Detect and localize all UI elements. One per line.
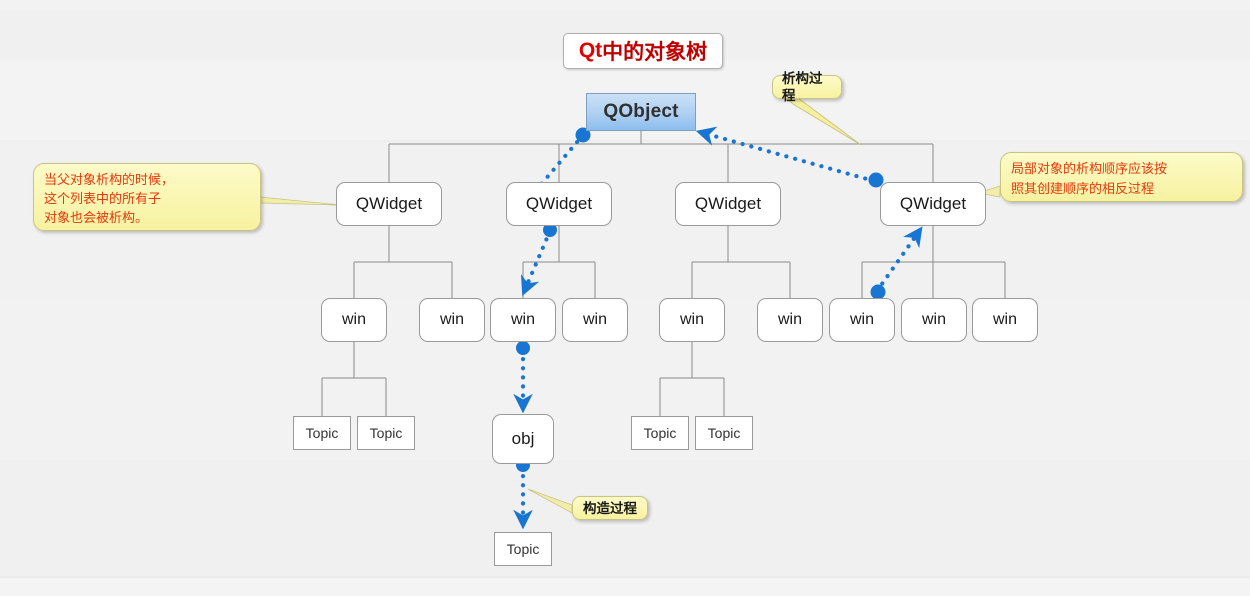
flow-arrow-win-to-qwidget: [874, 226, 923, 294]
node-win-8[interactable]: win: [901, 298, 967, 342]
node-win-9-label: win: [992, 311, 1017, 328]
node-qwidget-3-label: QWidget: [694, 194, 762, 213]
node-win-7-label: win: [849, 311, 874, 328]
flow-arrow-qwidget-to-qobject: [695, 126, 877, 184]
node-topic-4-label: Topic: [707, 425, 741, 441]
node-topic-3[interactable]: Topic: [631, 416, 689, 450]
node-win-4[interactable]: win: [562, 298, 628, 342]
node-topic-2[interactable]: Topic: [357, 416, 415, 450]
node-win-9[interactable]: win: [972, 298, 1038, 342]
title-prefix: Qt: [578, 39, 603, 62]
node-win-5-label: win: [679, 311, 704, 328]
node-topic-3-label: Topic: [643, 425, 677, 441]
node-win-4-label: win: [582, 311, 607, 328]
node-topic-5[interactable]: Topic: [494, 532, 552, 566]
node-qwidget-2[interactable]: QWidget: [506, 182, 612, 226]
node-win-1-label: win: [341, 311, 366, 328]
node-win-2[interactable]: win: [419, 298, 485, 342]
node-qwidget-1[interactable]: QWidget: [336, 182, 442, 226]
node-win-2-label: win: [439, 311, 464, 328]
node-win-3[interactable]: win: [490, 298, 556, 342]
diagram-title: Qt 中的对象树: [563, 33, 723, 69]
note-destruct-children: 当父对象析构的时候， 这个列表中的所有子 对象也会被析构。: [33, 163, 261, 231]
flow-arrow-qwidget-to-win: [520, 228, 553, 297]
node-topic-1[interactable]: Topic: [293, 416, 351, 450]
node-topic-1-label: Topic: [305, 425, 339, 441]
node-qwidget-4-label: QWidget: [899, 194, 967, 213]
node-win-5[interactable]: win: [659, 298, 725, 342]
title-rest: 中的对象树: [602, 41, 708, 64]
node-qwidget-4[interactable]: QWidget: [880, 182, 986, 226]
node-win-1[interactable]: win: [321, 298, 387, 342]
node-topic-5-label: Topic: [506, 541, 540, 557]
node-qwidget-3[interactable]: QWidget: [675, 182, 781, 226]
node-qwidget-1-label: QWidget: [355, 194, 423, 213]
node-obj-label: obj: [511, 429, 535, 448]
node-win-7[interactable]: win: [829, 298, 895, 342]
node-qobject-label: QObject: [603, 101, 679, 122]
node-win-3-label: win: [510, 311, 535, 328]
node-qobject[interactable]: QObject: [586, 93, 696, 131]
note-destruct-process: 析构过程: [772, 71, 842, 103]
note-destruct-order: 局部对象的析构顺序应该按 照其创建顺序的相反过程: [1000, 152, 1243, 202]
node-topic-4[interactable]: Topic: [695, 416, 753, 450]
node-qwidget-2-label: QWidget: [525, 194, 593, 213]
node-win-8-label: win: [921, 311, 946, 328]
note-construct-process: 构造过程: [572, 496, 648, 520]
node-win-6-label: win: [777, 311, 802, 328]
node-topic-2-label: Topic: [369, 425, 403, 441]
node-obj[interactable]: obj: [492, 414, 554, 464]
node-win-6[interactable]: win: [757, 298, 823, 342]
